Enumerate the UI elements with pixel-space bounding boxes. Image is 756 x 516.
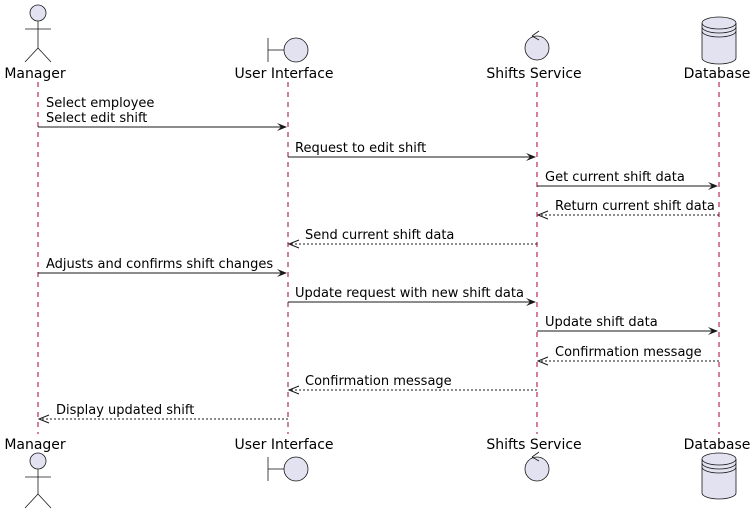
control-icon [524,451,550,482]
arrowhead [708,182,718,190]
message-text: Select employee [46,96,154,111]
database-icon [701,16,737,65]
message-3: Get current shift data [537,170,718,190]
message-text: Confirmation message [555,345,702,360]
arrowhead [287,385,300,395]
participant-label-manager-bottom: Manager [4,437,66,453]
arrowhead [287,239,300,249]
message-10: Confirmation message [287,374,537,395]
message-text: Update request with new shift data [295,286,524,301]
arrowhead [277,269,287,277]
message-1: Select employee Select edit shift [38,96,287,131]
message-2: Request to edit shift [288,141,536,161]
message-text: Update shift data [545,315,658,330]
arrowhead [536,356,549,366]
participant-label-shifts-bottom: Shifts Service [486,437,581,453]
actor-icon [24,452,52,509]
message-text: Request to edit shift [295,141,426,156]
message-9: Confirmation message [536,345,719,366]
message-6: Adjusts and confirms shift changes [38,257,287,277]
boundary-icon [267,456,309,482]
message-7: Update request with new shift data [288,286,536,306]
database-icon [701,452,737,500]
actor-icon [24,4,52,63]
message-text: Send current shift data [305,228,454,243]
message-text: Display updated shift [56,403,194,418]
arrowhead [526,153,536,161]
participant-label-shifts: Shifts Service [486,66,581,82]
arrowhead [536,210,549,220]
participant-label-db-bottom: Database [684,437,751,453]
participant-label-db: Database [684,66,751,82]
boundary-icon [267,37,309,63]
message-text: Return current shift data [555,199,715,214]
message-text: Confirmation message [305,374,452,389]
arrowhead [708,327,718,335]
participant-label-ui: User Interface [234,66,333,82]
message-text: Select edit shift [46,111,147,126]
message-5: Send current shift data [287,228,537,249]
participant-label-manager: Manager [4,66,66,82]
arrowhead [526,298,536,306]
message-text: Adjusts and confirms shift changes [46,257,273,272]
participant-label-ui-bottom: User Interface [234,437,333,453]
arrowhead [277,123,287,131]
control-icon [524,30,550,61]
arrowhead [37,414,50,424]
message-11: Display updated shift [37,403,288,424]
message-8: Update shift data [537,315,718,335]
message-text: Get current shift data [545,170,685,185]
message-4: Return current shift data [536,199,719,220]
